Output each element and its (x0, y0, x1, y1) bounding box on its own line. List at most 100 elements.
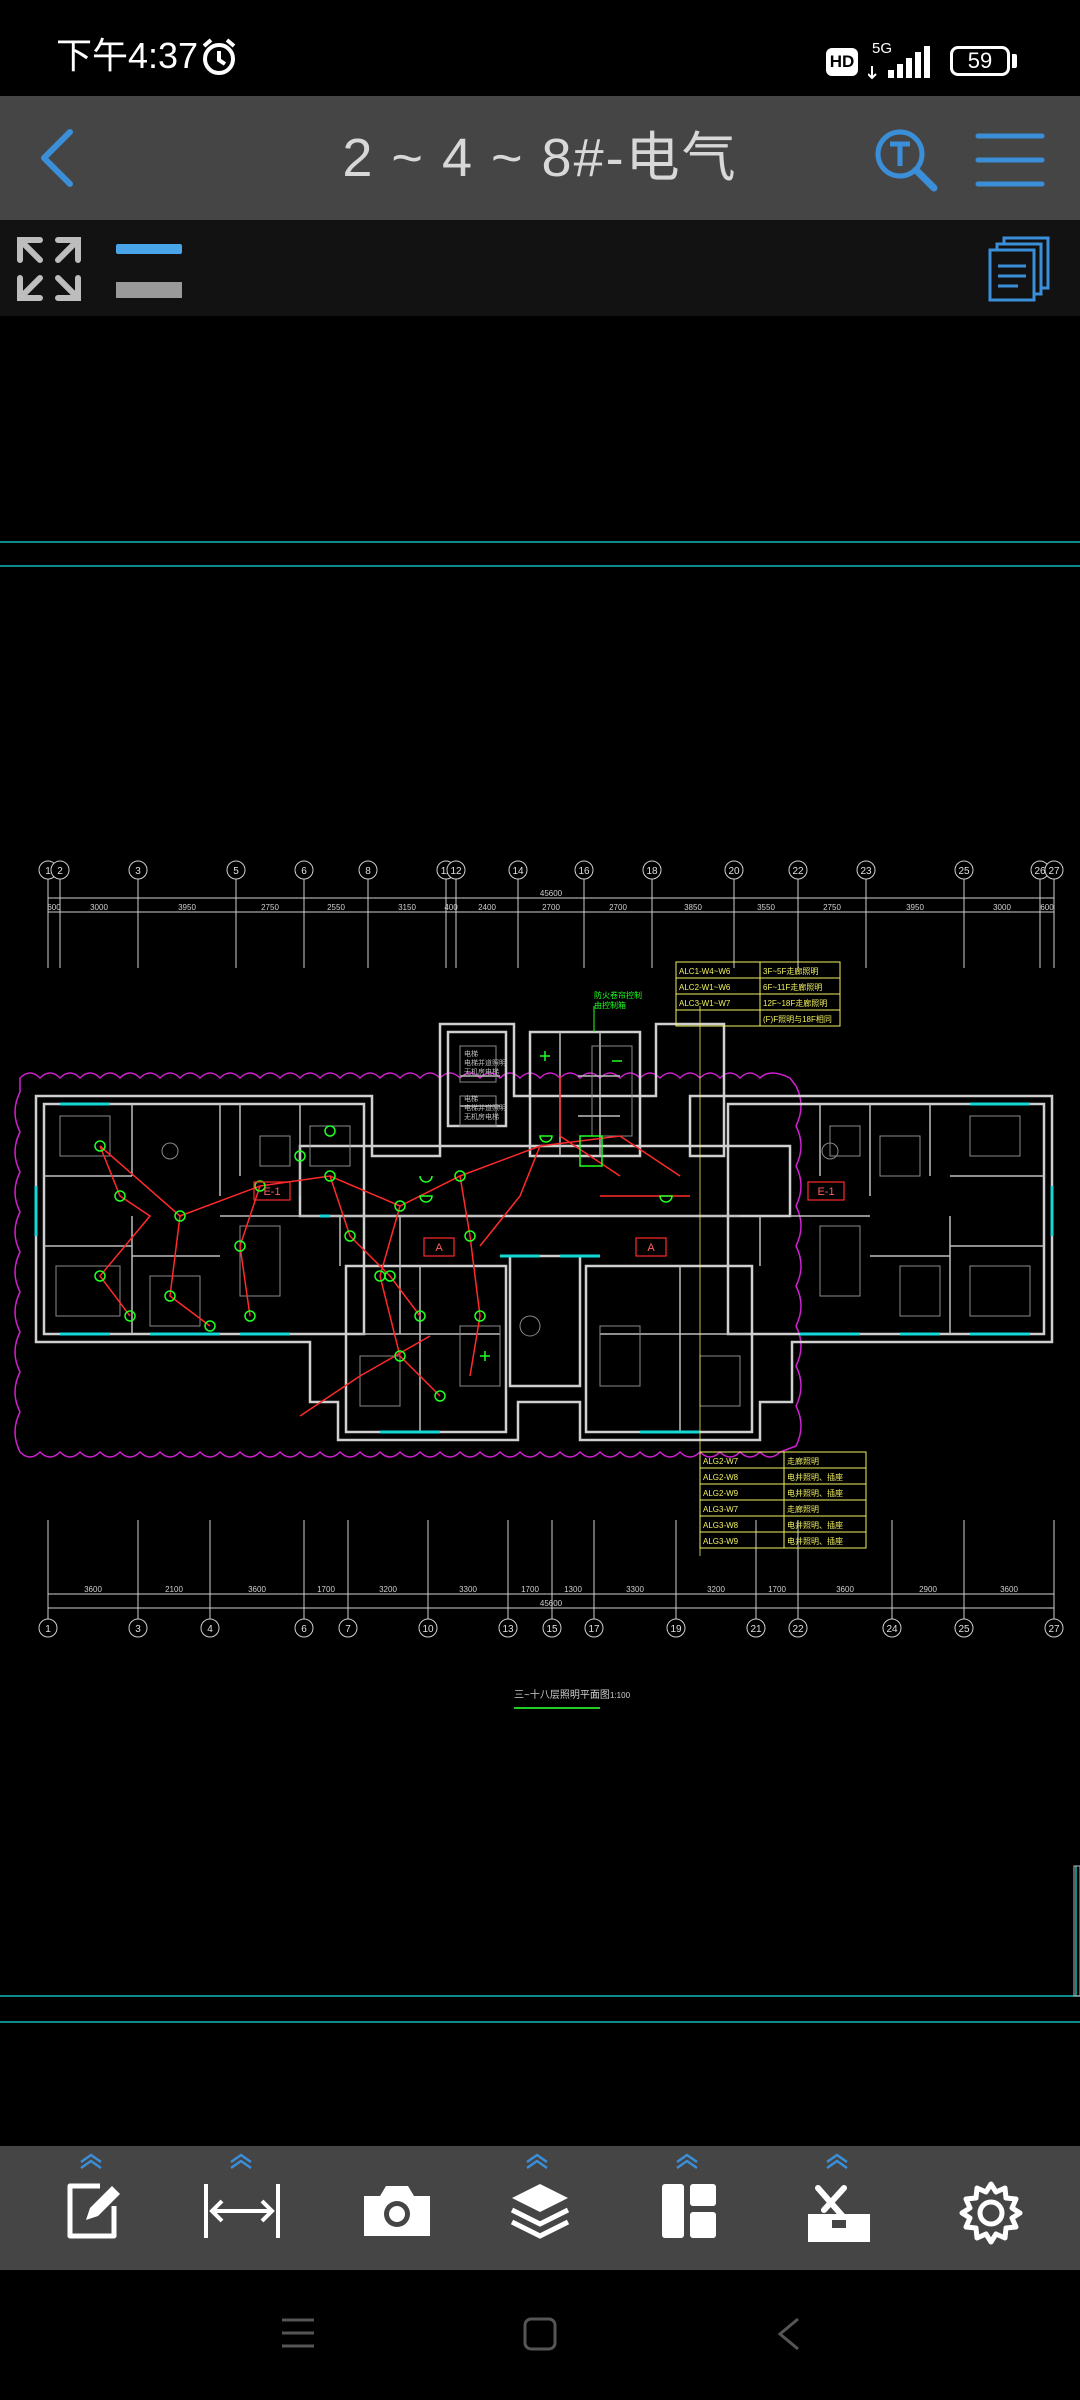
grid-bubble (446, 860, 466, 880)
grid-bubble (584, 1618, 604, 1638)
grid-label: 15 (546, 1624, 558, 1635)
fullscreen-icon[interactable] (16, 236, 82, 302)
legend-description: 电井照明、插座 (787, 1488, 843, 1498)
line-style-selector[interactable] (116, 244, 182, 254)
text-search-icon[interactable] (870, 126, 940, 196)
drawing-frame-lines (0, 541, 1080, 2023)
dimension-label: 2750 (261, 903, 279, 912)
legend-circuit: ALC3-W1~W7 (679, 999, 731, 1008)
system-back-button[interactable] (774, 2316, 804, 2352)
toolbox-button[interactable] (778, 2146, 898, 2270)
dimension-label: 3950 (178, 903, 196, 912)
grid-label: 27 (1048, 866, 1060, 877)
grid-label: 12 (450, 866, 462, 877)
electrical-devices (94, 1051, 673, 1402)
secondary-toolbar (0, 220, 1080, 316)
expand-chevron-icon (676, 2153, 698, 2170)
grid-label: 3 (135, 1624, 141, 1635)
legend-circuit: ALG3-W9 (703, 1537, 739, 1546)
revision-cloud (14, 1072, 802, 1458)
grid-bubble (338, 1618, 358, 1638)
measure-tool-button[interactable] (182, 2146, 302, 2270)
layout-pages-icon[interactable] (986, 234, 1052, 304)
grid-label: 22 (792, 866, 804, 877)
box-label: A (647, 1242, 655, 1254)
elevator-note: 电梯电梯并道照明无机房电梯 (464, 1049, 506, 1076)
title-bar: 2 ~ 4 ~ 8#-电气 (0, 96, 1080, 220)
measure-icon (204, 2184, 280, 2238)
grid-bubble (38, 1618, 58, 1638)
grid-bubble (666, 1618, 686, 1638)
grid-bubble (50, 860, 70, 880)
dimension-label: 2900 (919, 1585, 937, 1594)
grid-bubble (200, 1618, 220, 1638)
label-boxes (253, 1181, 845, 1257)
dimension-label: 2700 (542, 903, 560, 912)
box-label: A (435, 1242, 443, 1254)
hamburger-menu-icon[interactable] (974, 130, 1046, 190)
legend-description: 电井照明、插座 (787, 1520, 843, 1530)
dimension-label: 1700 (521, 1585, 539, 1594)
walls (34, 1022, 1054, 1442)
alarm-clock-icon (202, 38, 236, 75)
dimension-label: 1700 (317, 1585, 335, 1594)
grid-label: 23 (860, 866, 872, 877)
signal-icon (868, 46, 930, 80)
dimension-label: 3150 (398, 903, 416, 912)
dimension-label: 3300 (626, 1585, 644, 1594)
grid-bubble (954, 1618, 974, 1638)
expand-chevron-icon (826, 2153, 848, 2170)
layers-tool-button[interactable] (478, 2146, 598, 2270)
grid-bubble (642, 860, 662, 880)
grid-label: 5 (233, 866, 239, 877)
dimension-label: 3200 (379, 1585, 397, 1594)
dimension-label: 600 (1040, 903, 1054, 912)
grid-label: 13 (502, 1624, 514, 1635)
settings-button[interactable] (928, 2146, 1048, 2270)
dimension-label: 2550 (327, 903, 345, 912)
grid-label: 21 (750, 1624, 762, 1635)
dimension-label: 1300 (564, 1585, 582, 1594)
back-button[interactable] (30, 124, 90, 192)
legend-description: 6F~11F走廊照明 (763, 982, 822, 992)
edit-tool-button[interactable] (32, 2146, 152, 2270)
grid-label: 1 (45, 866, 51, 877)
dimension-label: 2400 (478, 903, 496, 912)
dimension-label: 3000 (993, 903, 1011, 912)
legend-description: 走廊照明 (787, 1456, 819, 1466)
expand-chevron-icon (230, 2153, 252, 2170)
legend-description: 3F~5F走廊照明 (763, 966, 818, 976)
dimension-label: 2750 (823, 903, 841, 912)
legend-circuit: ALG2-W8 (703, 1473, 739, 1482)
recent-apps-button[interactable] (280, 2316, 316, 2350)
grid-bubble (542, 1618, 562, 1638)
grid-bubble (498, 1618, 518, 1638)
hd-badge: HD (826, 48, 858, 76)
dimension-label: 3550 (757, 903, 775, 912)
grid-bubble (856, 860, 876, 880)
grid-label: 27 (1048, 1624, 1060, 1635)
home-button[interactable] (522, 2316, 558, 2352)
dimension-total: 45600 (540, 1599, 563, 1608)
expand-chevron-icon (80, 2153, 102, 2170)
layout-tool-button[interactable] (628, 2146, 748, 2270)
grid-label: 18 (646, 866, 658, 877)
layers-icon (510, 2184, 570, 2239)
battery-cap (1012, 54, 1017, 68)
grid-label: 3 (135, 866, 141, 877)
page-title: 2 ~ 4 ~ 8#-电气 (342, 128, 738, 188)
expand-chevron-icon (526, 2153, 548, 2170)
system-nav-bar (0, 2270, 1080, 2400)
grid-bubble (788, 1618, 808, 1638)
line-weight-selector[interactable] (116, 282, 182, 298)
grid-label: 25 (958, 866, 970, 877)
camera-tool-button[interactable] (330, 2146, 450, 2270)
legend-circuit: ALC2-W1~W6 (679, 983, 731, 992)
legend-description: 电井照明、插座 (787, 1472, 843, 1482)
